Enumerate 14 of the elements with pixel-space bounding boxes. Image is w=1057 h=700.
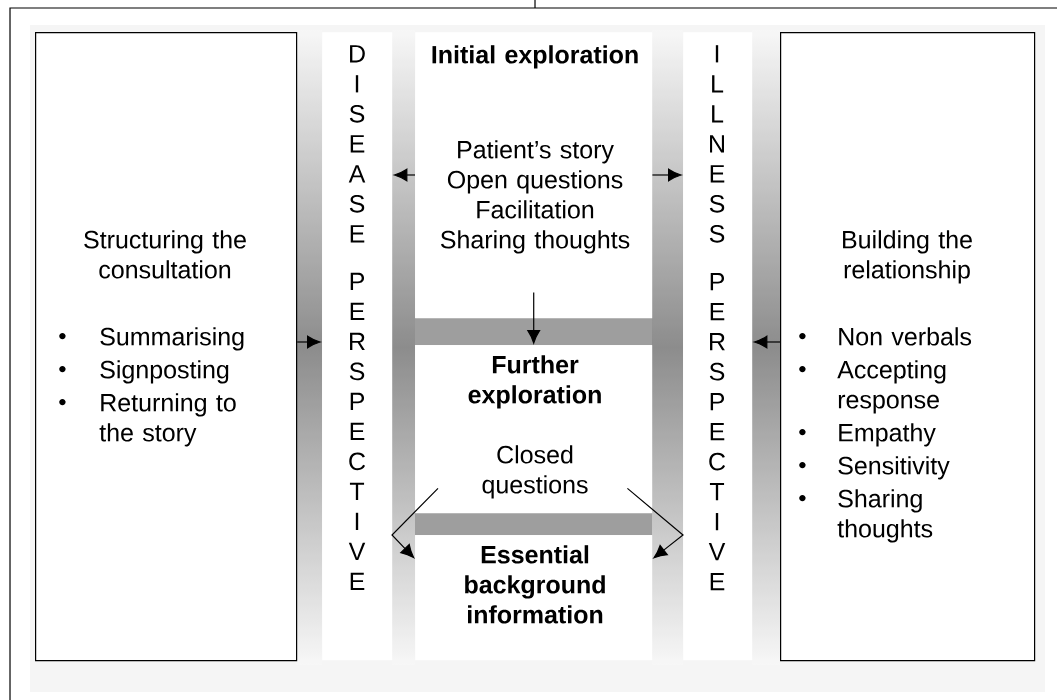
stage-box: Initial exploration Patient’s story Open questions Facilitation Sharing thoughts: [415, 32, 653, 319]
text-box: Structuring the consultation Summarising Signposting Returning to the story: [35, 32, 298, 662]
vertical-label: D I S E A S E P E R S P E C T I V E: [322, 32, 393, 661]
arrow: [651, 168, 682, 182]
arrow: [626, 487, 684, 559]
arrow: [527, 291, 541, 344]
arrow: [753, 335, 781, 349]
stage-box: Essential background information: [415, 535, 653, 661]
arrow: [391, 487, 439, 559]
arrow: [296, 335, 321, 349]
text-box: Building the relationship Non verbals Accepting response Empathy Sensitivity Sharing thoughts: [780, 32, 1036, 662]
vertical-label: I L L N E S S P E R S P E C T I V E: [683, 32, 753, 661]
arrow: [393, 168, 416, 182]
stage-box: Further exploration Closed questions: [415, 345, 653, 514]
